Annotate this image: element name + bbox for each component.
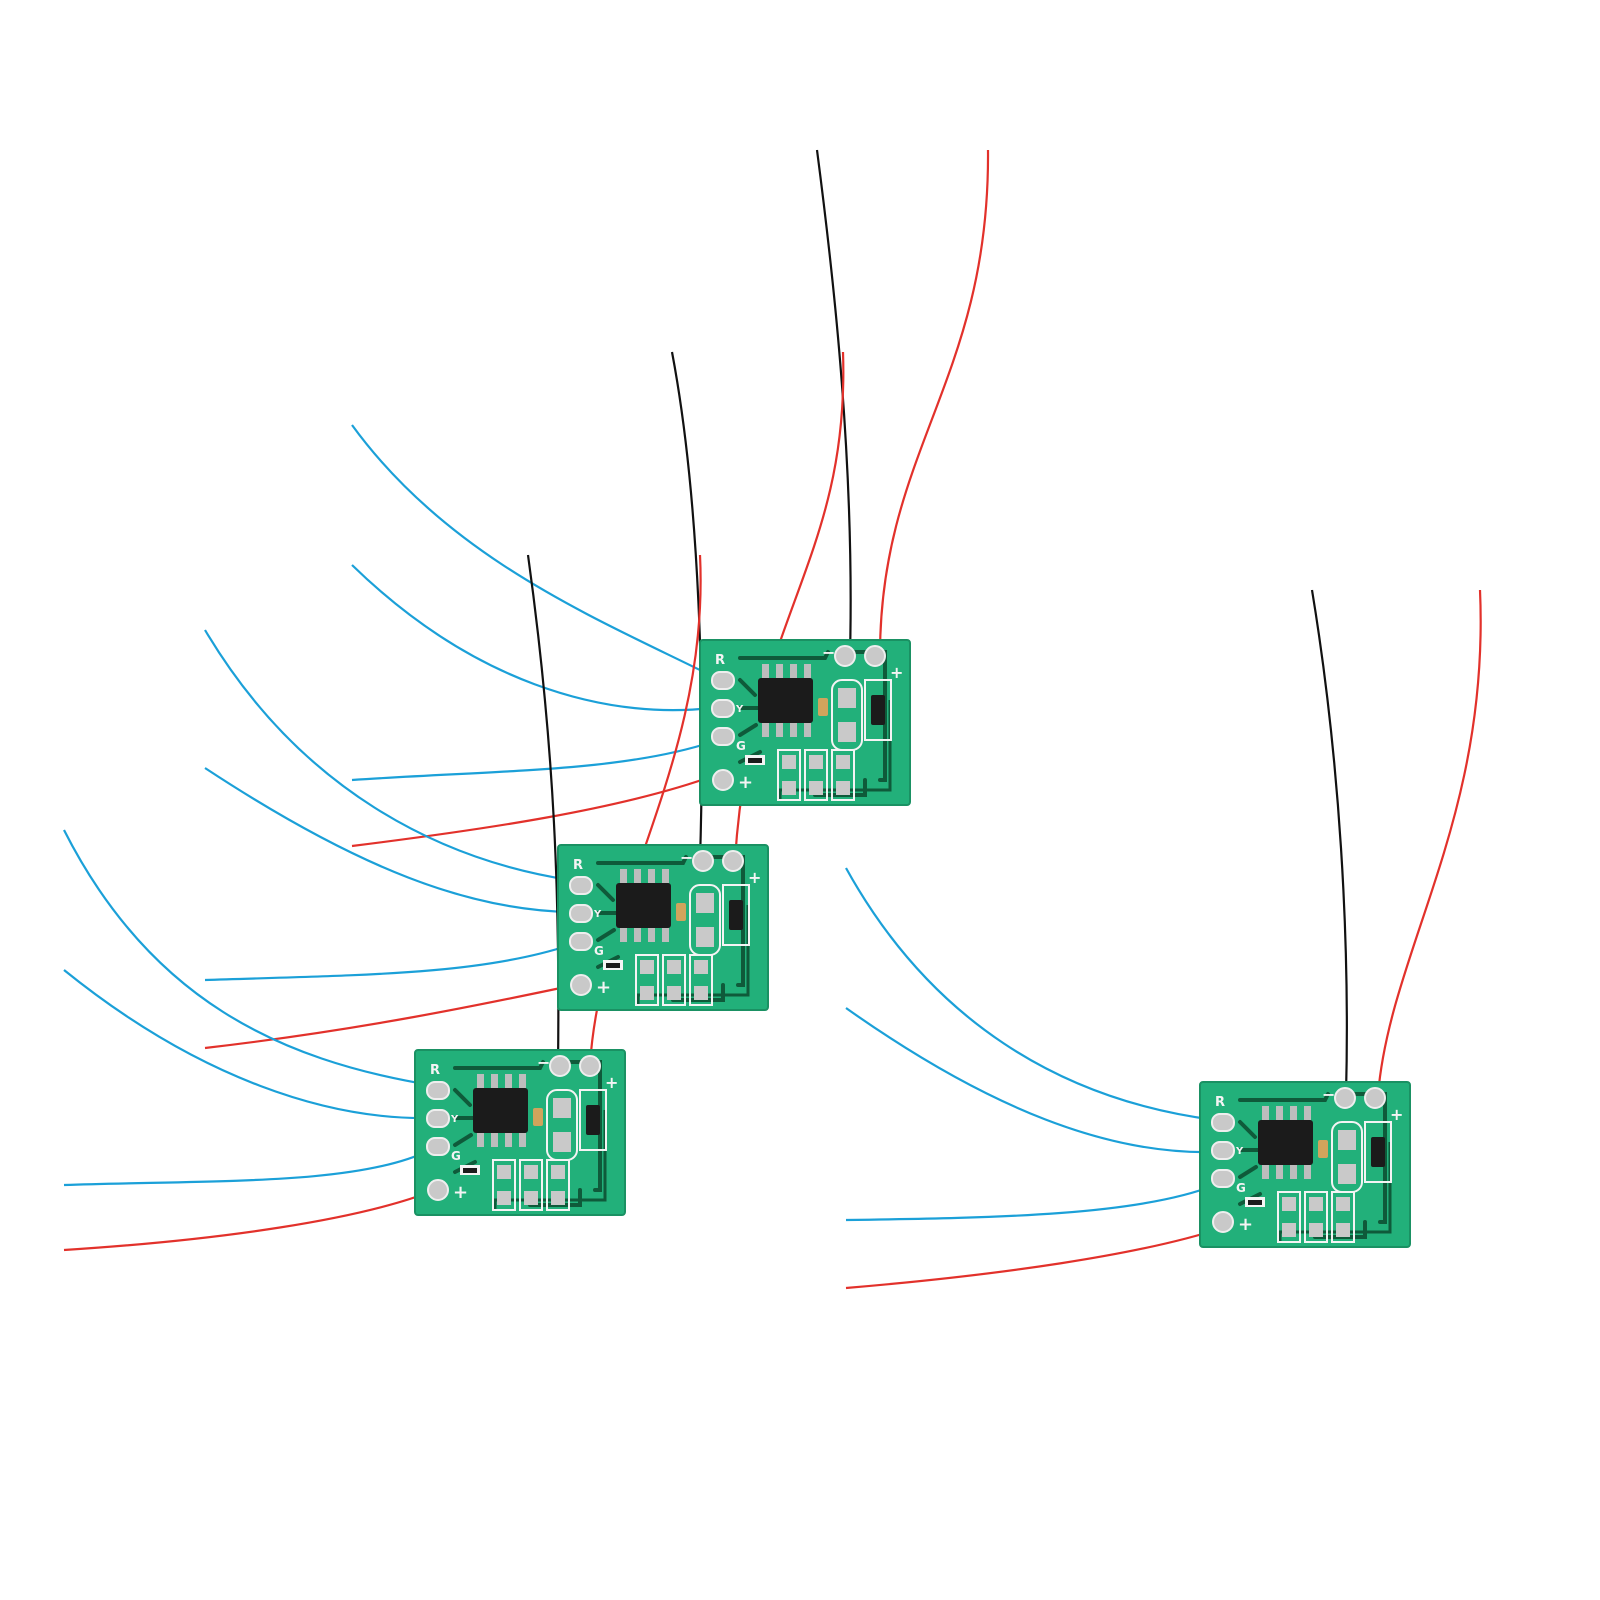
label-r: R: [430, 1063, 440, 1078]
board-3-wires: [63, 554, 702, 1252]
label-y: Y: [1235, 1146, 1244, 1157]
label-r: R: [573, 858, 583, 873]
label-y: Y: [593, 909, 602, 920]
label-plus-left: +: [1238, 1214, 1253, 1235]
label-r: R: [715, 653, 725, 668]
label-minus: −: [822, 643, 835, 662]
label-g: G: [736, 739, 746, 753]
pcb-module-board-3: R Y G + − +: [413, 1048, 627, 1217]
label-r: R: [1215, 1095, 1225, 1110]
label-minus: −: [680, 848, 693, 867]
pcb-module-board-1: R Y G + − +: [698, 638, 912, 807]
board-1-wires: [351, 149, 990, 848]
board-4-wires: [845, 589, 1482, 1290]
label-plus-right: +: [890, 663, 903, 682]
label-g: G: [594, 944, 604, 958]
label-plus-left: +: [453, 1182, 468, 1203]
label-g: G: [451, 1149, 461, 1163]
label-plus-right: +: [605, 1073, 618, 1092]
label-plus-right: +: [1390, 1105, 1403, 1124]
label-minus: −: [537, 1053, 550, 1072]
label-minus: −: [1322, 1085, 1335, 1104]
label-plus-right: +: [748, 868, 761, 887]
label-y: Y: [735, 704, 744, 715]
label-y: Y: [450, 1114, 459, 1125]
pcb-module-board-4: R Y G + − +: [1198, 1080, 1412, 1249]
label-plus-left: +: [738, 772, 753, 793]
label-plus-left: +: [596, 977, 611, 998]
label-g: G: [1236, 1181, 1246, 1195]
pcb-module-board-2: R Y G + − +: [556, 843, 770, 1012]
